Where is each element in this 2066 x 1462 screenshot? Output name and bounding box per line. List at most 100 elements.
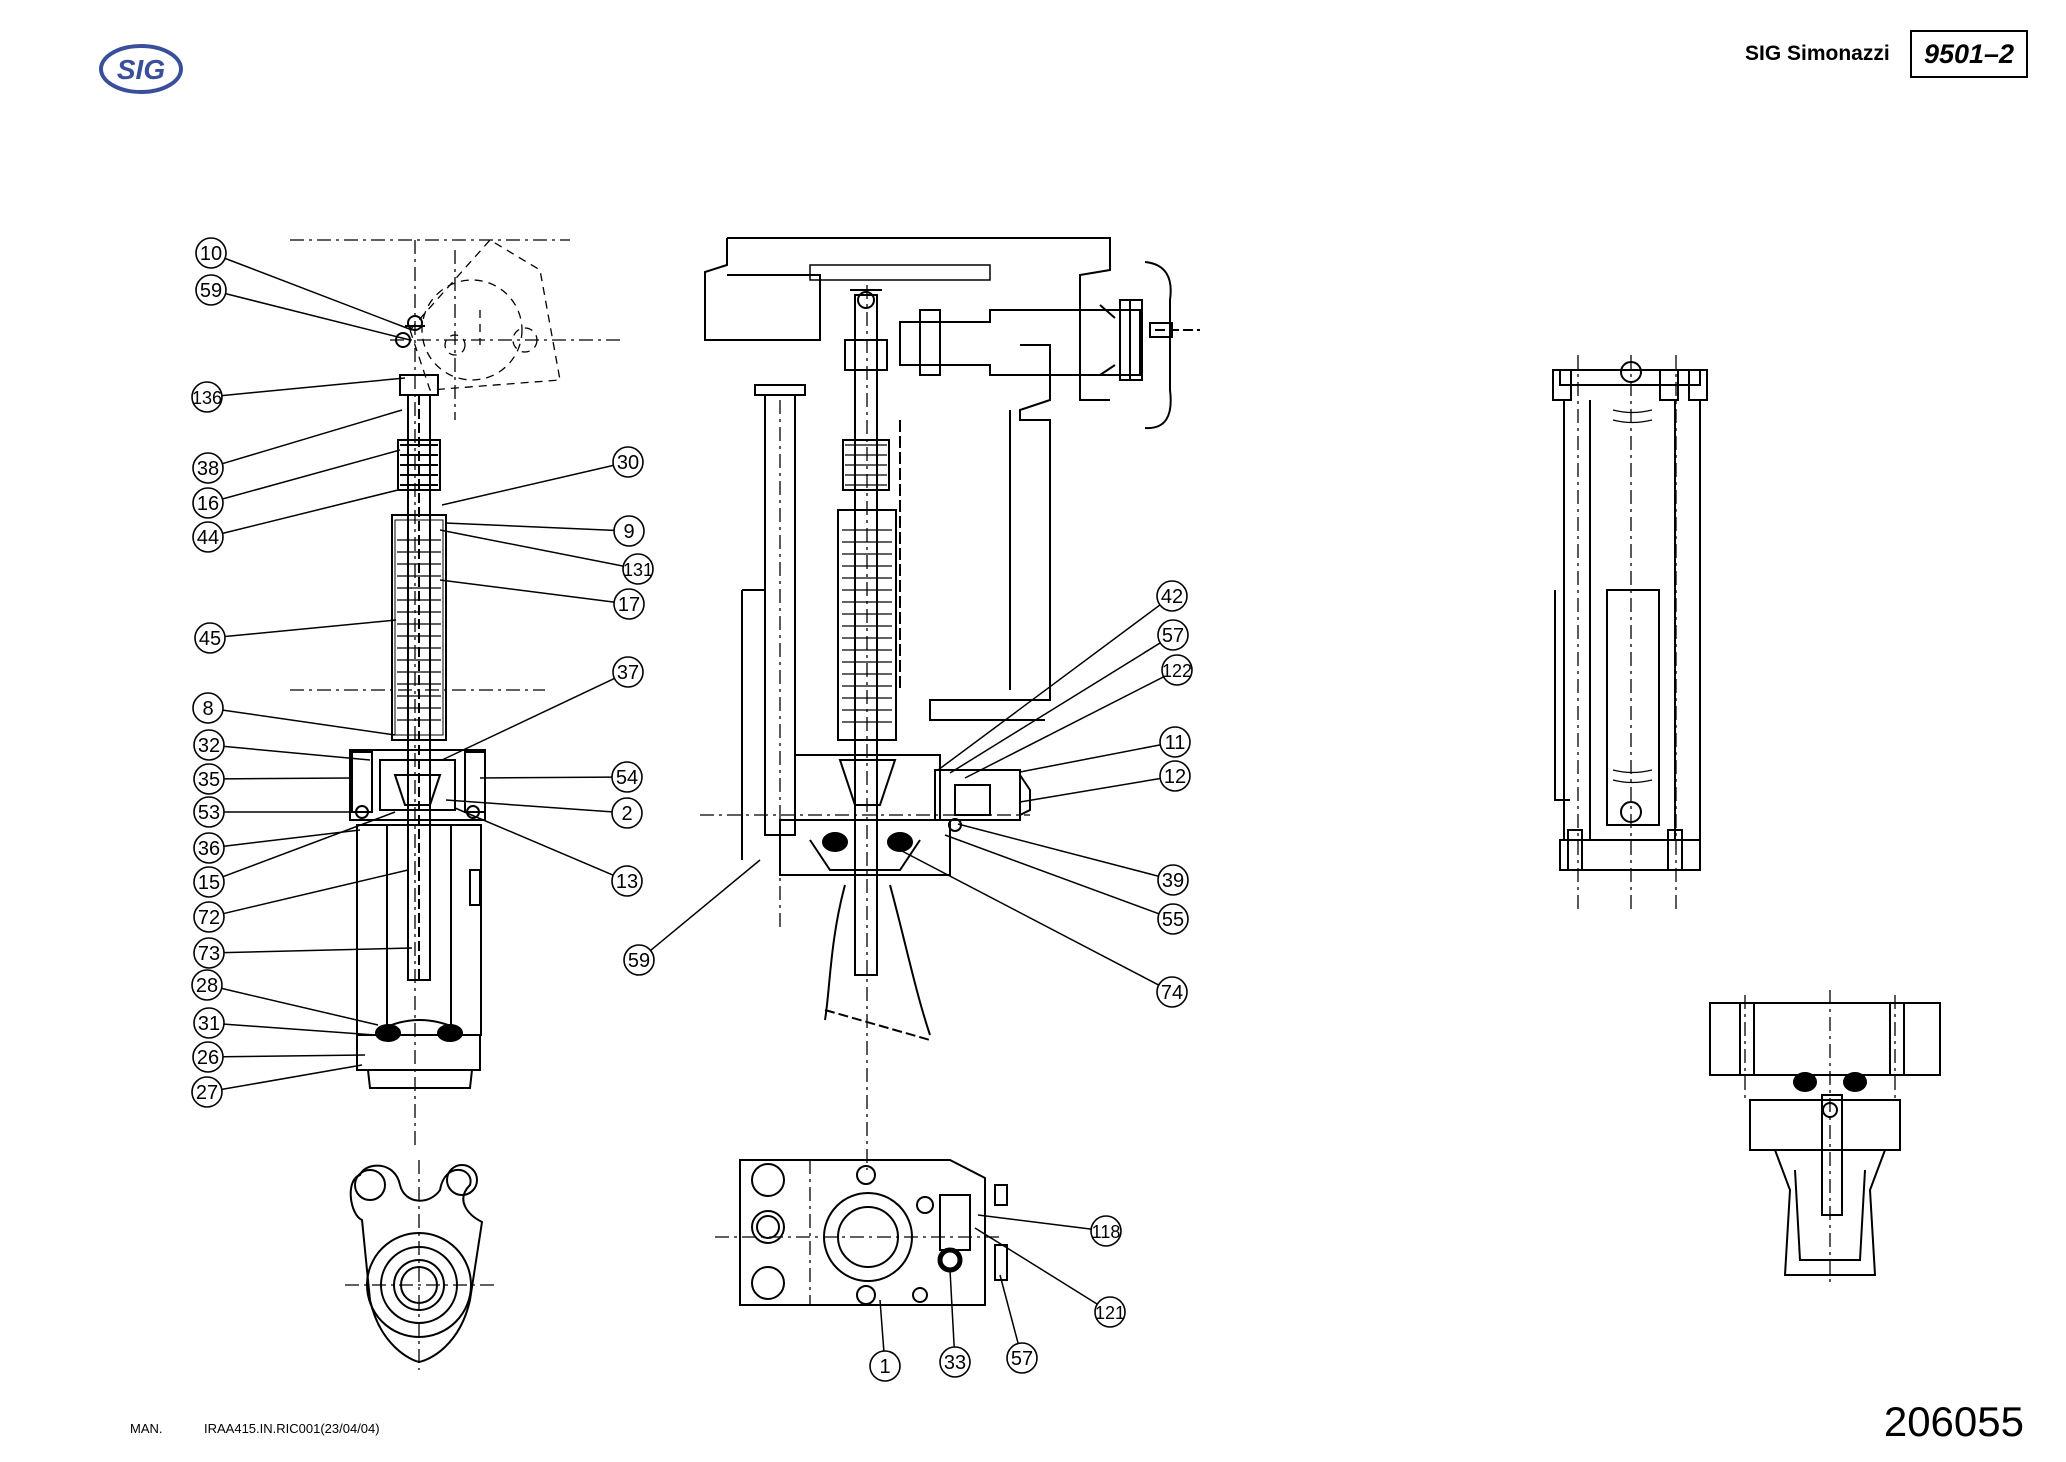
leader-line [879,1299,885,1352]
leader-line [223,777,353,780]
callout-number: 55 [1162,909,1184,931]
callout-number: 39 [1162,870,1184,892]
callout-number: 136 [192,388,222,408]
leader-line [225,292,411,341]
callout-balloon: 57 [949,619,1189,774]
callout-balloon: 45 [194,619,397,654]
callout-balloon: 17 [439,579,645,620]
balloon-circle [193,796,225,828]
svg-text:SIG: SIG [117,54,165,85]
callout-number: 36 [198,838,220,860]
leader-line [650,859,761,952]
callout-balloon: 37 [441,656,644,761]
callout-number: 11 [1165,732,1186,754]
callout-balloon: 35 [193,763,353,795]
balloon-circle [1094,1296,1126,1328]
callout-balloon: 136 [191,377,406,413]
brand-name: SIG Simonazzi [1745,42,1890,65]
callout-balloon: 72 [193,869,409,933]
callout-number: 53 [198,802,220,824]
callout-number: 12 [1164,766,1186,788]
callout-balloon: 33 [939,1269,971,1378]
callout-balloon: 30 [441,446,644,506]
callout-number: 42 [1161,586,1183,608]
drawing-number: 206055 [1883,1398,2024,1445]
leader-line [224,619,397,638]
leader-line [222,1054,366,1058]
balloon-circle [623,944,655,976]
balloon-circle [1156,976,1188,1008]
balloon-circle [195,274,227,306]
callout-balloon: 53 [193,796,350,828]
callout-number: 33 [944,1352,966,1374]
balloon-circle [611,797,643,829]
balloon-circle [192,1041,224,1073]
balloon-circle [1159,760,1191,792]
leader-line [223,1023,376,1036]
balloon-circle [192,452,224,484]
balloon-circle [1006,1342,1038,1374]
leader-line [223,745,371,761]
leader-line [439,529,624,567]
leader-line [439,579,615,603]
callout-number: 26 [197,1047,219,1069]
callout-number: 35 [198,769,220,791]
callout-balloon: 57 [999,1274,1038,1374]
leader-line [949,642,1161,774]
leader-line [441,464,614,506]
callout-balloon: 12 [1019,760,1191,803]
callout-number: 121 [1095,1303,1125,1323]
callout-balloon: 38 [192,409,403,484]
footer-reference: IRAA415.IN.RIC001(23/04/04) [204,1421,380,1436]
callout-balloon: 122 [964,654,1193,779]
callout-balloon: 44 [192,489,399,553]
callout-number: 10 [200,243,222,265]
callout-balloon: 8 [192,692,396,736]
callout-number: 13 [616,871,638,893]
balloon-circle [193,937,225,969]
callout-balloon: 15 [193,811,396,898]
balloon-circle [1156,580,1188,612]
balloon-circle [1157,903,1189,935]
balloon-circle [195,237,227,269]
leader-line [224,257,413,331]
footer-man-label: MAN. [130,1421,163,1436]
callout-balloon: 55 [944,834,1189,935]
callout-balloon: 42 [937,580,1188,771]
callout-number: 131 [623,560,653,580]
callout-number: 28 [196,975,218,997]
balloon-circle [191,381,223,413]
callout-number: 59 [200,280,222,302]
callout-balloon: 11 [1019,726,1191,773]
callout-number: 31 [198,1013,220,1035]
leader-line [441,677,615,761]
balloon-circle [1161,654,1193,686]
leader-line [974,1227,1098,1305]
balloon-circle [612,446,644,478]
callout-number: 2 [621,803,632,825]
leader-line [222,811,396,878]
balloon-circle [1157,864,1189,896]
document-code: 9501–2 [1910,30,2028,78]
balloon-circle [612,656,644,688]
callout-balloon: 1 [869,1299,901,1382]
callout-balloon: 27 [191,1064,363,1108]
balloon-circle [192,521,224,553]
balloon-circle [193,729,225,761]
callout-number: 9 [623,521,634,543]
balloon-circle [869,1350,901,1382]
callout-number: 16 [197,493,219,515]
callout-balloon: 54 [479,761,643,793]
leader-line [949,1269,955,1348]
leader-line [999,1274,1019,1344]
callout-balloon: 118 [977,1214,1122,1247]
leader-line [899,849,1160,986]
callout-balloon: 59 [195,274,411,341]
callout-number: 30 [617,452,639,474]
leader-line [937,604,1161,771]
balloon-circle [192,487,224,519]
center-assembly-view [700,237,1200,1306]
leader-line [479,776,613,779]
callout-number: 122 [1162,661,1192,681]
callout-balloon: 16 [192,449,401,519]
